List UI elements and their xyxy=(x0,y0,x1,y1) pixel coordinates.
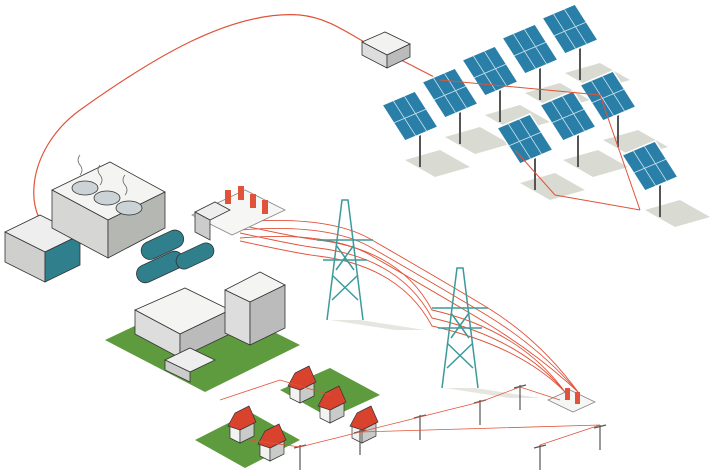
solar-panel-icon xyxy=(380,90,440,167)
distribution-line xyxy=(299,386,601,448)
utility-pole-icon xyxy=(293,444,307,470)
transmission-line xyxy=(239,224,566,393)
solar-panel-icon xyxy=(578,70,638,147)
utility-pole-icon xyxy=(513,384,527,410)
house-icon xyxy=(317,385,347,424)
solar-panel-icon xyxy=(540,3,600,80)
inverter-station xyxy=(361,31,411,69)
panel-shadow xyxy=(445,127,510,154)
storage-tanks xyxy=(136,229,215,284)
power-plant-icon xyxy=(4,154,300,392)
tower-shadow xyxy=(330,320,425,330)
transmission-tower-icon xyxy=(317,199,373,321)
panel-shadow xyxy=(405,150,470,177)
transmission-line xyxy=(239,228,579,393)
transmission-tower-icon xyxy=(432,267,488,389)
tower-shadow xyxy=(445,388,540,398)
house-icon xyxy=(227,405,257,444)
panel-shadow xyxy=(563,150,628,177)
substation-icon xyxy=(191,186,286,241)
utility-pole-icon xyxy=(413,414,427,440)
solar-panel-icon xyxy=(495,113,555,190)
utility-pole-icon xyxy=(353,429,367,455)
power-cable xyxy=(33,14,441,241)
utility-pole-icon xyxy=(533,444,547,470)
cooling-tower-icon xyxy=(51,154,166,259)
house-icon xyxy=(287,365,317,404)
transmission-line xyxy=(239,220,579,393)
solar-panel-icon xyxy=(538,90,598,167)
distribution-line xyxy=(219,379,331,448)
solar-panel-icon xyxy=(500,23,560,100)
panel-shadow xyxy=(520,173,585,200)
panel-shadow xyxy=(645,200,710,227)
transmission-line xyxy=(239,240,566,393)
utility-pole-icon xyxy=(593,424,607,450)
substation-icon xyxy=(547,388,596,413)
house-lawn xyxy=(195,412,300,468)
solar-panel-icon xyxy=(420,67,480,144)
utility-pole-icon xyxy=(473,399,487,425)
transmission-line xyxy=(239,236,579,393)
house-icon xyxy=(349,405,379,444)
panel-cable xyxy=(439,79,641,211)
solar-panel-icon xyxy=(620,140,680,217)
transmission-line xyxy=(239,232,566,393)
